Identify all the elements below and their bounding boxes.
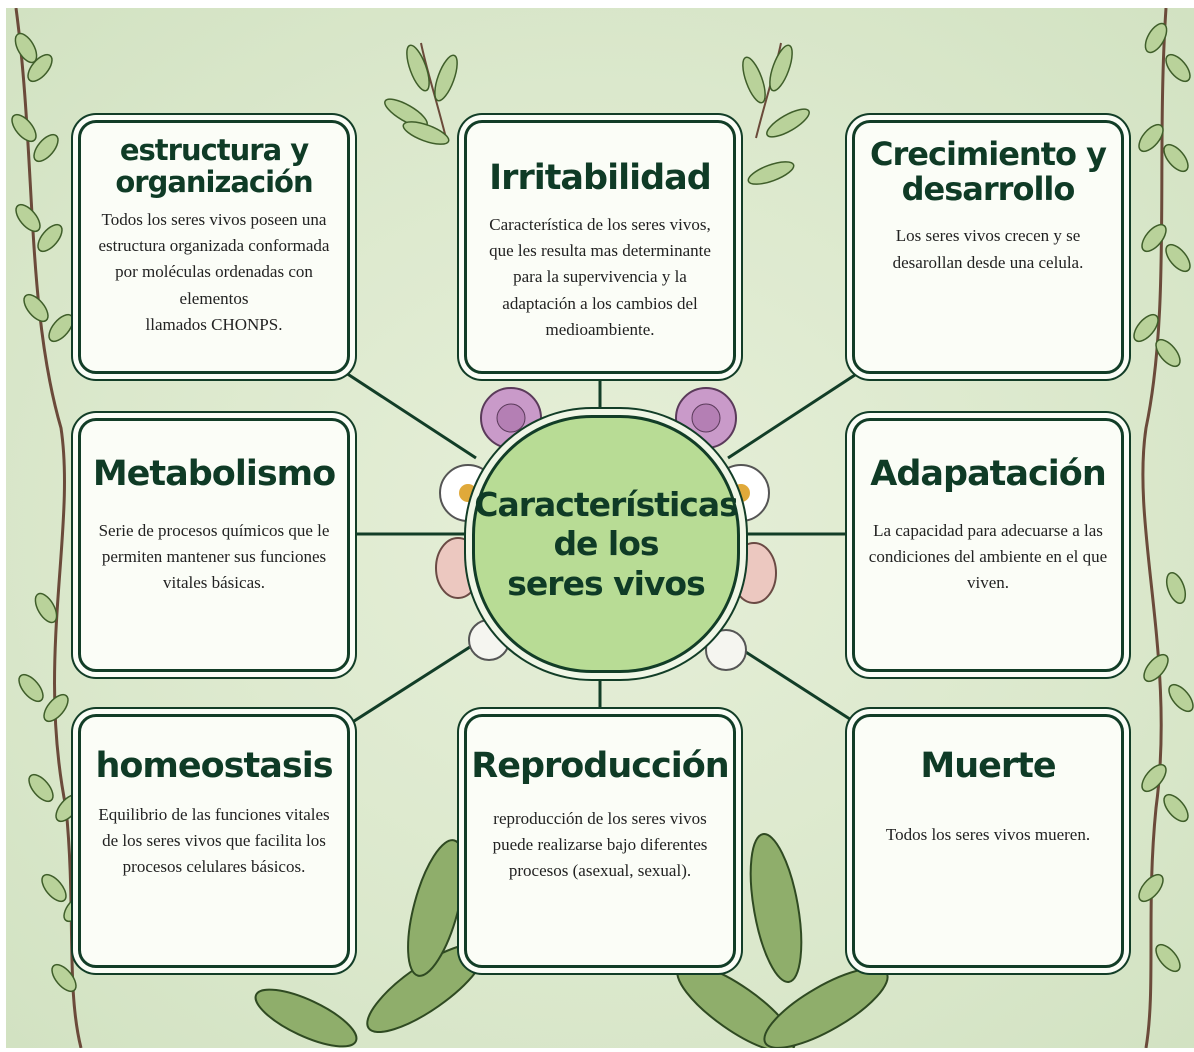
card-estructura-title: estructura y organización (115, 133, 313, 199)
top-branch-decoration (384, 42, 810, 185)
connector-lines (345, 371, 859, 725)
right-vine-decoration (1133, 8, 1194, 1048)
card-irritabilidad: Irritabilidad Característica de los sere… (464, 120, 736, 374)
card-reproduccion: Reproducción reproducción de los seres v… (464, 714, 736, 968)
card-irritabilidad-description: Característica de los seres vivos, que l… (489, 214, 711, 339)
central-topic-title: Características de los seres vivos (474, 484, 739, 603)
bottom-leaves-decoration (254, 833, 889, 1048)
card-estructura: estructura y organización Todos los sere… (78, 120, 350, 374)
connector-crecimiento (727, 371, 859, 460)
card-muerte-description: Todos los seres vivos mueren. (885, 824, 1091, 844)
card-muerte: Muerte Todos los seres vivos mueren. (852, 714, 1124, 968)
card-homeostasis-title: homeostasis (95, 746, 333, 786)
card-estructura-description: Todos los seres vivos poseen una estruct… (98, 209, 330, 335)
card-crecimiento-description: Los seres vivos crecen y se desarollan d… (892, 226, 1084, 272)
card-crecimiento-title: Crecimiento y desarrollo (870, 135, 1107, 209)
card-adapatacion-description: La capacidad para adecuarse a las condic… (868, 520, 1108, 593)
card-metabolismo-title: Metabolismo (92, 454, 336, 494)
card-adapatacion: Adapatación La capacidad para adecuarse … (852, 418, 1124, 672)
central-topic-node: Características de los seres vivos (472, 415, 740, 673)
card-homeostasis-description: Equilibrio de las funciones vitales de l… (98, 804, 330, 877)
card-reproduccion-description: reproducción de los seres vivos puede re… (492, 808, 708, 881)
card-muerte-title: Muerte (920, 746, 1056, 786)
card-reproduccion-title: Reproducción (471, 746, 729, 786)
card-metabolismo: Metabolismo Serie de procesos químicos q… (78, 418, 350, 672)
card-adapatacion-title: Adapatación (870, 454, 1107, 494)
card-irritabilidad-title: Irritabilidad (489, 158, 712, 198)
diagram-canvas: Características de los seres vivos estru… (6, 8, 1194, 1048)
card-homeostasis: homeostasis Equilibrio de las funciones … (78, 714, 350, 968)
card-crecimiento: Crecimiento y desarrollo Los seres vivos… (852, 120, 1124, 374)
connector-homeostasis (350, 636, 485, 725)
connector-estructura (345, 371, 477, 460)
card-metabolismo-description: Serie de procesos químicos que le permit… (98, 520, 330, 593)
